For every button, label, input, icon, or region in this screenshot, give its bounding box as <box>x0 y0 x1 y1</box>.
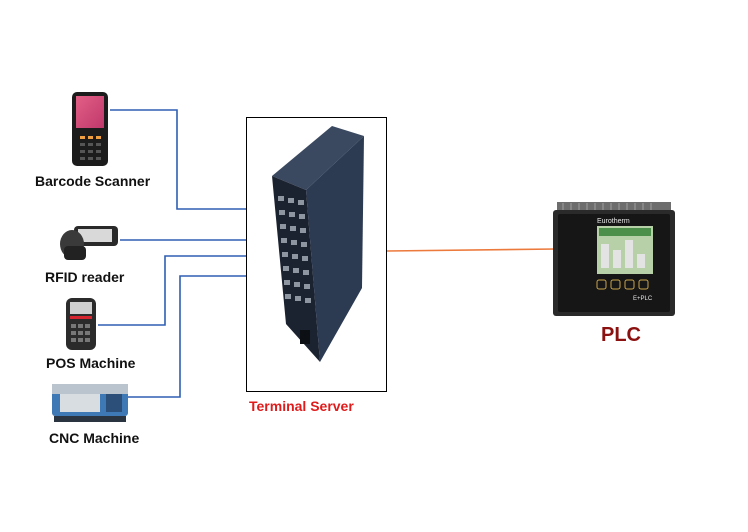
pos-machine-link <box>98 255 246 326</box>
plc-link <box>386 248 557 252</box>
rfid-reader-label: RFID reader <box>45 269 125 285</box>
pos-machine-label: POS Machine <box>46 355 136 371</box>
terminal-server-label: Terminal Server <box>249 398 354 414</box>
rfid-reader-icon <box>60 226 118 260</box>
cnc-machine-link <box>128 275 246 398</box>
plc-label: PLC <box>601 324 641 346</box>
pos-machine-icon <box>66 298 96 350</box>
cnc-machine-icon <box>52 384 128 422</box>
terminal-server-icon <box>272 126 364 362</box>
plc-model-text: E+PLC <box>633 296 653 302</box>
plc-icon: Eurotherm E+PLC <box>553 202 675 316</box>
barcode-scanner-icon <box>72 92 108 166</box>
plc-brand-text: Eurotherm <box>597 218 630 225</box>
barcode-scanner-label: Barcode Scanner <box>35 173 151 189</box>
cnc-machine-label: CNC Machine <box>49 430 140 446</box>
barcode-scanner-link <box>110 109 246 210</box>
